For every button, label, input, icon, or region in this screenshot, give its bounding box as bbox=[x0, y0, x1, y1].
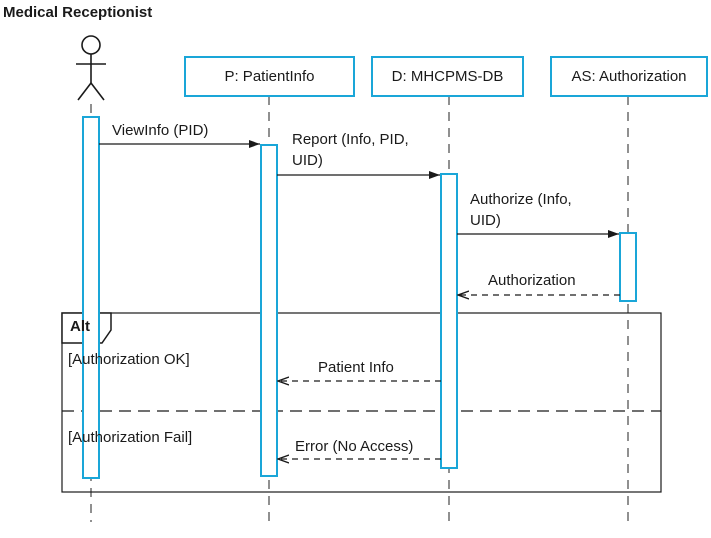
actor-figure-icon bbox=[76, 35, 106, 101]
message-report-label: Report (Info, PID, bbox=[292, 131, 409, 148]
actor-name: Medical Receptionist bbox=[3, 4, 153, 21]
activation-mhcpms-db bbox=[440, 173, 458, 469]
message-authorize-label-line2: UID) bbox=[470, 212, 501, 229]
message-report-label-line2: UID) bbox=[292, 152, 323, 169]
guard-authorization-fail: [Authorization Fail] bbox=[68, 429, 193, 446]
object-authorization: AS: Authorization bbox=[550, 56, 708, 97]
activation-authorization bbox=[619, 232, 637, 302]
message-authorize-label: Authorize (Info, bbox=[470, 191, 572, 208]
message-error-reply-label: Error (No Access) bbox=[295, 438, 414, 455]
object-patientinfo: P: PatientInfo bbox=[184, 56, 355, 97]
alt-fragment-operator: Alt bbox=[70, 318, 90, 335]
message-viewinfo-label: ViewInfo (PID) bbox=[112, 122, 209, 139]
activation-patientinfo bbox=[260, 144, 278, 477]
guard-authorization-ok: [Authorization OK] bbox=[68, 351, 190, 368]
activation-receptionist bbox=[82, 116, 100, 479]
alt-fragment bbox=[61, 312, 662, 493]
object-mhcpms-db: D: MHCPMS-DB bbox=[371, 56, 524, 97]
message-patient-info-reply-label: Patient Info bbox=[318, 359, 394, 376]
message-authorization-reply-label: Authorization bbox=[488, 272, 576, 289]
